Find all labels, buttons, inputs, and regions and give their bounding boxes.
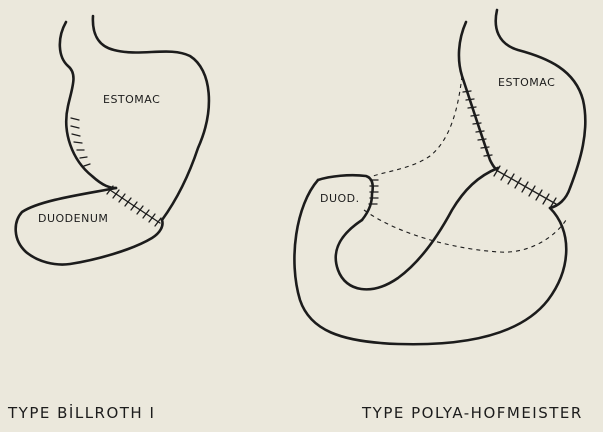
polya-caption: TYPE POLYA-HOFMEISTER: [361, 404, 583, 422]
polya-anastomosis-stitches: [494, 166, 556, 208]
billroth-caption: TYPE BİLLROTH I: [7, 403, 155, 422]
billroth-lesser-curvature-stitches: [71, 118, 90, 166]
billroth-duodenum-outline: [16, 188, 163, 265]
polya-stomach-label: ESTOMAC: [498, 76, 555, 89]
polya-hofmeister-figure: ESTOMAC DUOD.: [294, 10, 585, 344]
billroth-stomach-outline: [60, 16, 209, 220]
polya-stomach-lesser-curvature: [459, 22, 498, 169]
polya-anastomosis-line: [496, 170, 556, 204]
billroth-i-figure: ESTOMAC DUODENUM: [16, 16, 209, 265]
polya-duodenum-label: DUOD.: [320, 192, 360, 205]
billroth-stomach-label: ESTOMAC: [103, 93, 160, 106]
polya-lesser-curvature-stitches: [463, 91, 492, 156]
polya-stomach-outline: [496, 10, 586, 208]
billroth-suture-stitches: [107, 186, 161, 226]
billroth-duodenum-label: DUODENUM: [38, 212, 108, 225]
polya-resected-outline-1: [368, 76, 462, 178]
polya-resected-outline-2: [364, 210, 566, 252]
